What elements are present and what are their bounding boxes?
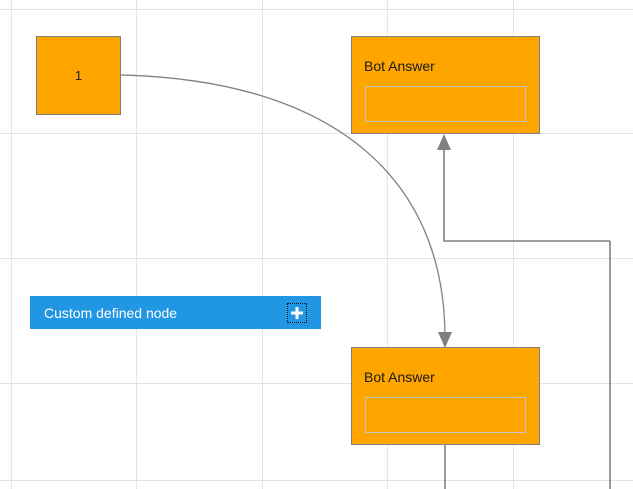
bot-answer-node-bottom-slot[interactable]	[365, 397, 526, 433]
bot-answer-node-bottom[interactable]: Bot Answer	[351, 347, 540, 445]
bot-answer-node-top-slot[interactable]	[365, 86, 526, 122]
arrowhead-down-icon	[438, 332, 452, 348]
plus-icon[interactable]	[287, 302, 307, 323]
bot-answer-node-top[interactable]: Bot Answer	[351, 36, 540, 134]
bot-answer-node-bottom-title: Bot Answer	[364, 369, 435, 385]
curved-edge-path	[120, 74, 446, 339]
custom-defined-node-label: Custom defined node	[44, 304, 178, 321]
orthogonal-edge-from-bot-answer-bottom[interactable]	[444, 241, 611, 489]
bot-answer-node-top-title: Bot Answer	[364, 58, 435, 74]
start-node-label: 1	[74, 68, 83, 83]
arrowhead-up-icon	[437, 134, 451, 150]
curved-edge-start-to-bot-answer-bottom[interactable]	[120, 74, 452, 348]
orthogonal-edge-to-bot-answer-top[interactable]	[437, 134, 610, 242]
custom-defined-node-palette-item[interactable]: Custom defined node	[30, 296, 321, 329]
start-node[interactable]: 1	[36, 36, 121, 115]
orthogonal-edge-path	[443, 147, 610, 242]
